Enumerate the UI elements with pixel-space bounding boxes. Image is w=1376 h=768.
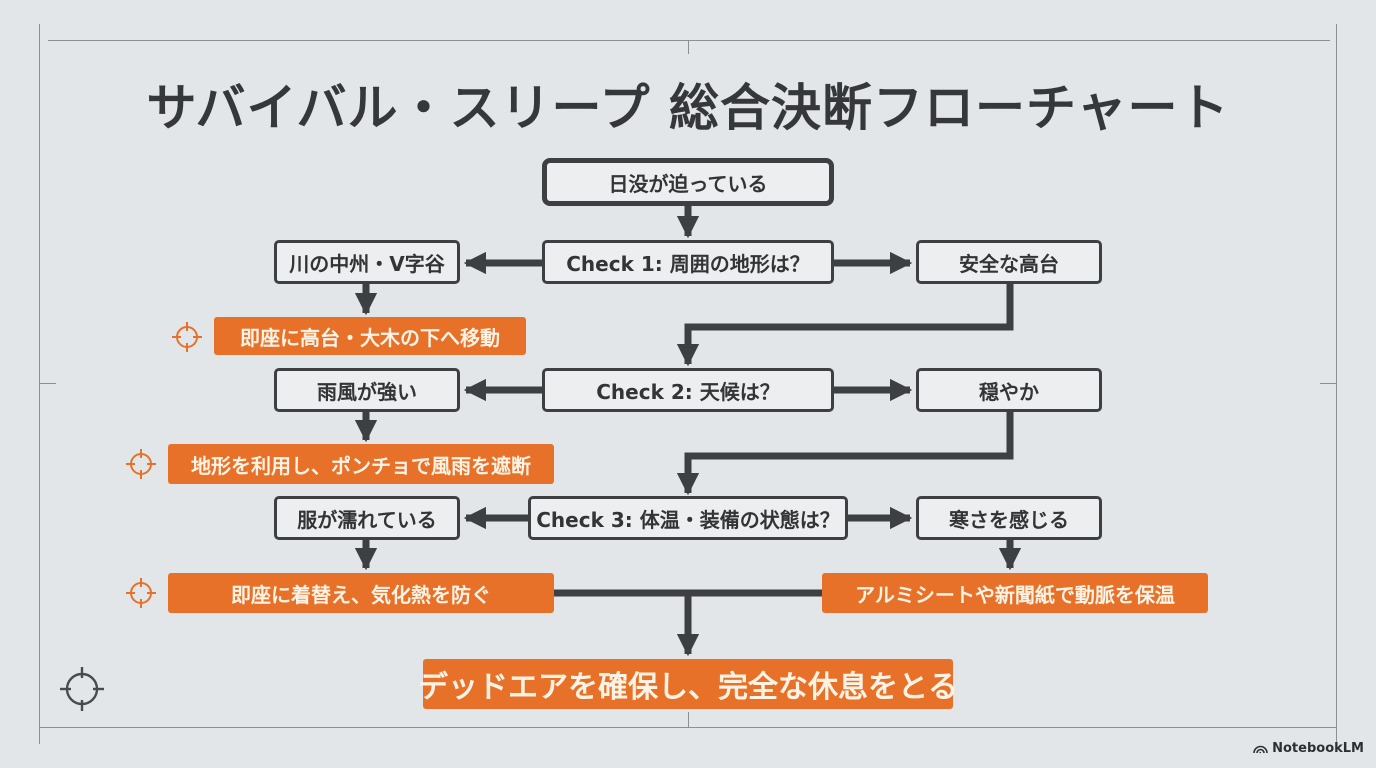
page-title: サバイバル・スリープ 総合決断フローチャート: [146, 79, 1230, 137]
check2-left-node: 雨風が強い: [274, 368, 460, 412]
frame-left-tick: [40, 383, 56, 384]
check1-right-node: 安全な高台: [916, 240, 1102, 284]
final-action: デッドエアを確保し、完全な休息をとる: [418, 659, 958, 709]
brand-name: NotebookLM: [1272, 741, 1364, 756]
action-insulate-arteries: アルミシートや新聞紙で動脈を保温: [822, 573, 1208, 613]
action-change-clothes: 即座に着替え、気化熱を防ぐ: [168, 573, 554, 613]
arrow-right1-to-check2: [676, 284, 1014, 367]
frame-left-line: [39, 24, 40, 744]
action-block-wind-rain: 地形を利用し、ポンチョで風雨を遮断: [168, 444, 554, 484]
crosshair-icon: [172, 322, 202, 352]
check2-node: Check 2: 天候は？: [542, 368, 834, 412]
frame-right-line: [1336, 24, 1337, 744]
check1-left-node: 川の中州・V字谷: [274, 240, 460, 284]
check2-right-node: 穏やか: [916, 368, 1102, 412]
crosshair-icon: [126, 578, 156, 608]
frame-right-tick: [1320, 383, 1336, 384]
frame-top-line: [48, 40, 1330, 41]
check3-left-node: 服が濡れている: [274, 496, 460, 540]
notebooklm-logo-icon: [1253, 745, 1268, 754]
frame-bottom-tick: [688, 712, 689, 727]
start-node: 日没が迫っている: [542, 158, 834, 206]
action-move-to-high-ground: 即座に高台・大木の下へ移動: [214, 317, 526, 355]
corner-crosshair-icon: [60, 667, 104, 711]
check3-node: Check 3: 体温・装備の状態は？: [528, 496, 848, 540]
brand-watermark: NotebookLM: [1253, 741, 1364, 756]
frame-top-tick: [688, 40, 689, 54]
frame-bottom-line: [40, 727, 1336, 728]
check3-right-node: 寒さを感じる: [916, 496, 1102, 540]
arrow-right2-to-check3: [676, 411, 1014, 496]
check1-node: Check 1: 周囲の地形は？: [542, 240, 834, 284]
crosshair-icon: [126, 449, 156, 479]
